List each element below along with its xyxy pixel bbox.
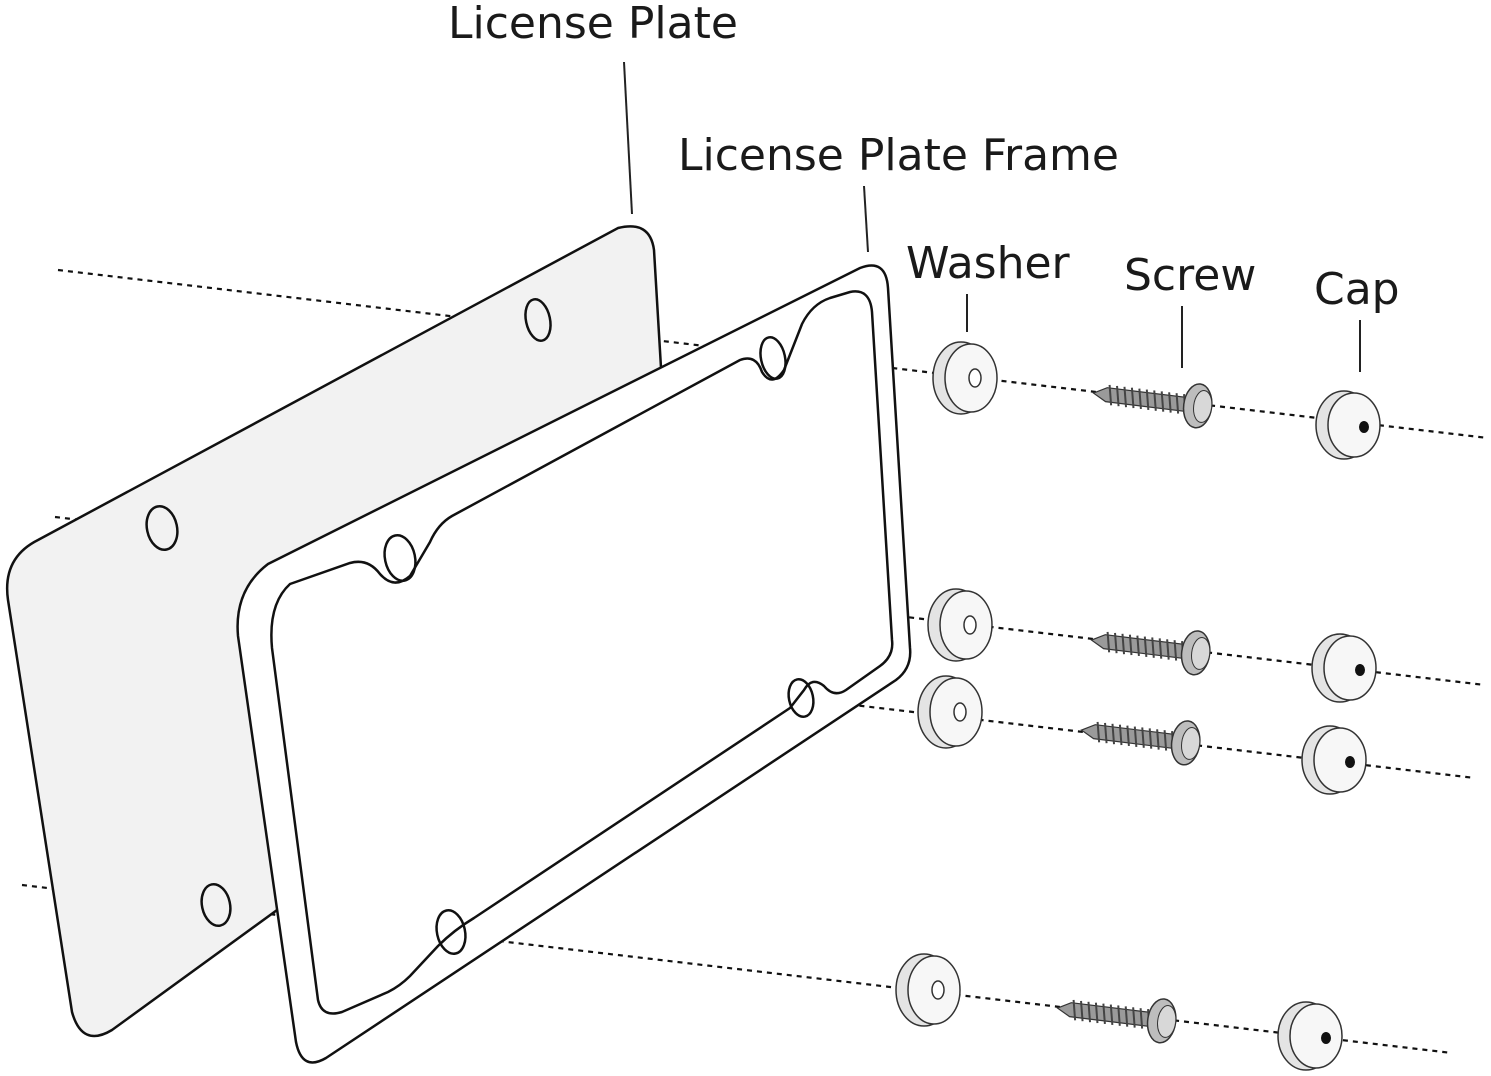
leader-lines — [623, 61, 1361, 372]
labels: License Plate License Plate Frame Washer… — [448, 0, 1400, 315]
label-license-plate-frame: License Plate Frame — [678, 130, 1119, 181]
plate-hole-top-left — [145, 505, 179, 551]
washer-3 — [917, 675, 983, 749]
frame-hole-bottom-left — [435, 909, 467, 955]
license-plate-frame — [236, 264, 912, 1064]
frame-hole-top-left — [383, 534, 417, 582]
screw-3 — [1080, 720, 1201, 766]
label-screw: Screw — [1124, 250, 1256, 301]
leader-license-plate — [623, 61, 633, 215]
screw-4 — [1056, 998, 1177, 1044]
washer-1 — [932, 341, 998, 415]
plate-hole-bottom-left — [200, 883, 232, 927]
leader-license-plate-frame — [863, 185, 869, 253]
label-cap: Cap — [1314, 264, 1400, 315]
screw-1 — [1092, 383, 1213, 429]
frame-outer — [236, 264, 912, 1064]
frame-hole-top-right — [759, 336, 787, 380]
hardware-sets — [895, 341, 1381, 1071]
cap-2 — [1311, 633, 1377, 703]
plate-hole-top-right — [524, 298, 552, 342]
screw-2 — [1090, 630, 1211, 676]
label-washer: Washer — [906, 238, 1071, 289]
washer-2 — [927, 588, 993, 662]
washer-4 — [895, 953, 961, 1027]
frame-hole-bottom-right — [787, 677, 815, 719]
cap-4 — [1277, 1001, 1343, 1071]
frame-window — [270, 290, 894, 1015]
cap-3 — [1301, 725, 1367, 795]
cap-1 — [1315, 390, 1381, 460]
label-license-plate: License Plate — [448, 0, 738, 49]
